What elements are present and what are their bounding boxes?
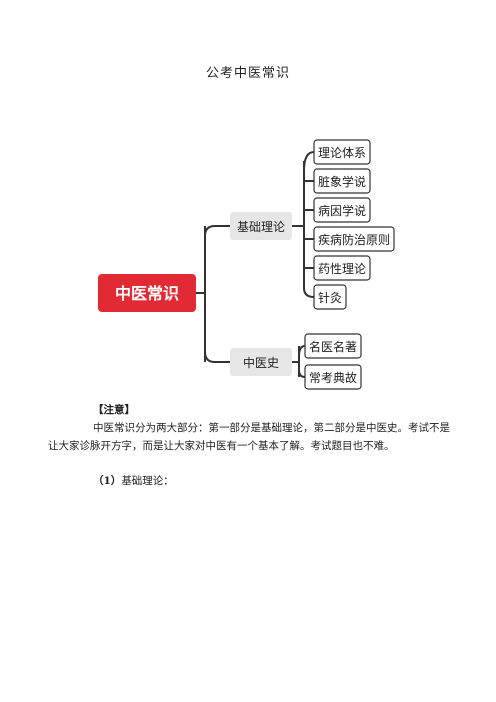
mind-map: 中医常识 基础理论 中医史 理论体系 脏象学说 病因学说 疾病防治原则 药性理论… [98, 139, 395, 390]
leaf-label: 疾病防治原则 [318, 232, 390, 247]
leaf-node: 脏象学说 [313, 168, 371, 194]
branch-node-basic-theory: 基础理论 [230, 212, 292, 240]
branch-label: 基础理论 [237, 220, 285, 234]
section-label: 基础理论： [121, 475, 174, 487]
root-node: 中医常识 [98, 274, 196, 312]
leaf-label: 针灸 [318, 290, 342, 305]
section-heading: （1）基础理论： [93, 472, 495, 490]
leaf-label: 常考典故 [309, 370, 357, 385]
page-title: 公考中医常识 [205, 66, 290, 81]
leaf-node: 病因学说 [313, 197, 371, 223]
leaf-node: 针灸 [313, 284, 347, 310]
branch-line-basic [204, 225, 230, 237]
leaf-node: 理论体系 [313, 139, 371, 165]
leaf-label: 名医名著 [309, 339, 357, 354]
section-number: （1） [93, 475, 122, 487]
leaf-label: 理论体系 [318, 146, 366, 160]
leaf-label: 脏象学说 [318, 174, 366, 189]
branch-line-history [204, 351, 230, 363]
connector-lines [196, 151, 315, 378]
branch-label: 中医史 [243, 355, 279, 370]
note-body: 中医常识分为两大部分：第一部分是基础理论，第二部分是中医史。考试不是让大家诊脉开… [48, 422, 450, 452]
branch-node-history: 中医史 [230, 348, 292, 376]
history-leaves-spine [292, 346, 300, 377]
root-to-branches-line [196, 226, 206, 362]
root-node-label: 中医常识 [115, 284, 179, 303]
leaf-node: 疾病防治原则 [313, 226, 395, 252]
basic-leaves-spine [292, 161, 305, 288]
leaf-node: 名医名著 [304, 333, 362, 359]
leaf-label: 病因学说 [318, 203, 366, 218]
leaf-node: 常考典故 [304, 364, 362, 390]
note-heading: 【注意】 [93, 404, 135, 416]
leaf-node: 药性理论 [313, 255, 371, 281]
leaf-label: 药性理论 [318, 262, 366, 276]
